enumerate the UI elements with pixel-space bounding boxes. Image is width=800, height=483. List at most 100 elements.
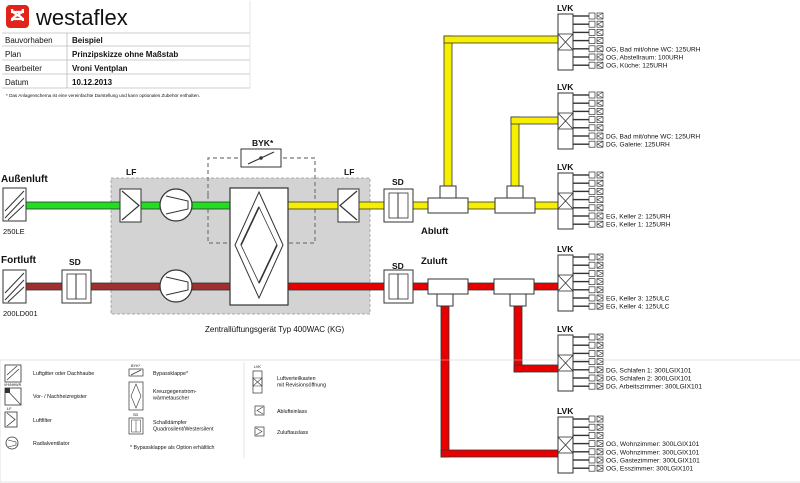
supply-outlet xyxy=(588,423,604,431)
disclaimer: * Das Anlagenschema ist eine vereinfacht… xyxy=(6,93,200,98)
tee-supply xyxy=(427,278,535,307)
legend-filter-text: Luftfilter xyxy=(33,418,52,424)
legend-heater-symbol xyxy=(4,387,22,406)
unit-label: Zentrallüftungsgerät Typ 400WAC (KG) xyxy=(205,325,345,334)
exhaust-outlet xyxy=(588,61,604,69)
exhaust-outlet xyxy=(588,179,604,187)
outlet-label: OG, Bad mit/ohne WC: 125URH xyxy=(606,46,701,53)
outlet-label: OG, Abstellraum: 100URH xyxy=(606,55,684,62)
bypass-loop xyxy=(207,157,316,195)
exhaust-air-label: Fortluft xyxy=(1,255,37,266)
title-value: 10.12.2013 xyxy=(72,78,113,87)
title-value: Vroni Ventplan xyxy=(72,64,128,73)
lvk-label: LVK xyxy=(557,82,574,92)
silencer-supply-label: SD xyxy=(392,261,404,271)
title-key: Plan xyxy=(5,50,21,59)
brand-name: westaflex xyxy=(35,5,128,30)
outlet-label: EG, Keller 2: 125URH xyxy=(606,214,671,221)
distribution-box: LVK OG, Bad mit/ohne WC: 125URH OG, Abstel… xyxy=(557,3,701,71)
legend-grille-symbol xyxy=(4,364,22,383)
legend-exhaust-outlet-text: Ablufteinlass xyxy=(277,409,307,415)
exhaust-outlet xyxy=(588,108,604,115)
supply-outlet xyxy=(588,341,604,349)
supply-outlet xyxy=(588,358,604,365)
exhaust-outlet xyxy=(588,37,604,44)
supply-outlet xyxy=(588,302,604,310)
exhaust-grille xyxy=(2,269,27,304)
outlet-label: OG, Küche: 125URH xyxy=(606,63,668,70)
exhaust-outlet xyxy=(588,53,604,61)
lvk-label: LVK xyxy=(557,3,574,13)
logo-mark xyxy=(6,5,29,28)
outdoor-grille xyxy=(2,187,27,222)
exhaust-outlet xyxy=(588,91,604,99)
exhaust-outlet xyxy=(588,20,604,28)
supply-outlet xyxy=(588,382,604,390)
title-key: Bearbeiter xyxy=(5,64,42,73)
exhaust-outlet xyxy=(588,29,604,36)
lvk-label: LVK xyxy=(557,324,574,334)
outlet-label: EG, Keller 4: 125ULC xyxy=(606,304,670,311)
outlet-label: OG, Wohnzimmer: 300LGIX101 xyxy=(606,449,700,456)
extract-air-label: Abluft xyxy=(421,226,449,237)
legend: Luftgitter oder Dachhaube VH/NHWR Vor- /… xyxy=(0,359,800,483)
supply-outlet xyxy=(588,270,604,277)
supply-outlet xyxy=(588,286,604,294)
legend-bypass-symbol xyxy=(128,368,144,377)
legend-bypass-text: Bypassklappe* xyxy=(153,371,188,377)
supply-outlet xyxy=(588,415,604,423)
legend-silencer-symbol xyxy=(128,417,144,435)
title-block: Bauvorhaben Beispiel Plan Prinzipskizze … xyxy=(2,1,251,98)
lvk-label: LVK xyxy=(557,406,574,416)
exhaust-outlet xyxy=(588,204,604,212)
supply-outlet xyxy=(588,374,604,382)
heat-exchanger xyxy=(229,187,289,306)
outlet-label: DG, Galerie: 125URH xyxy=(606,142,670,149)
legend-filter-symbol xyxy=(4,411,18,428)
legend-filter-tag: LF xyxy=(7,406,12,411)
outlet-label: DG, Arbeitszimmer: 300LGIX101 xyxy=(606,384,702,391)
exhaust-outlet xyxy=(588,212,604,220)
lvk-label: LVK xyxy=(557,244,574,254)
outlet-label: OG, Gastezimmer: 300LGIX101 xyxy=(606,458,700,465)
supply-outlet xyxy=(588,261,604,269)
tee-extract xyxy=(427,185,536,214)
legend-grille-text: Luftgitter oder Dachhaube xyxy=(33,371,94,377)
exhaust-outlet xyxy=(588,196,604,203)
supply-air-label: Zuluft xyxy=(421,256,448,267)
supply-outlet xyxy=(588,278,604,285)
legend-hx-symbol xyxy=(128,381,144,411)
outlet-label: DG, Bad mit/ohne WC: 125URH xyxy=(606,134,700,141)
exhaust-air-duct xyxy=(25,282,233,291)
silencer-exhaust-label: SD xyxy=(69,257,81,267)
exhaust-outlet xyxy=(588,220,604,228)
legend-heater-tag: VH/NHWR xyxy=(4,383,22,387)
supply-outlet xyxy=(588,253,604,261)
bypass-label: BYK* xyxy=(252,138,274,148)
outdoor-grille-label: 250LE xyxy=(3,227,25,236)
supply-outlet xyxy=(588,366,604,374)
outlet-label: EG, Keller 3: 125ULC xyxy=(606,296,670,303)
legend-supply-outlet-symbol xyxy=(254,426,265,437)
title-value: Beispiel xyxy=(72,36,103,45)
supply-outlet xyxy=(588,350,604,357)
exhaust-outlet xyxy=(588,99,604,107)
silencer-extract-label: SD xyxy=(392,177,404,187)
distribution-boxes: LVK OG, Bad mit/ohne WC: 125URH OG, Abstel… xyxy=(557,3,702,474)
bypass-damper xyxy=(240,148,282,168)
exhaust-outlet xyxy=(588,171,604,179)
outdoor-air-label: Außenluft xyxy=(1,174,48,185)
exhaust-outlet xyxy=(588,116,604,123)
title-key: Bauvorhaben xyxy=(5,36,53,45)
outlet-label: DG, Schlafen 1: 300LGIX101 xyxy=(606,367,692,374)
silencer-extract xyxy=(383,188,414,223)
title-value: Prinzipskizze ohne Maßstab xyxy=(72,50,178,59)
legend-lvk-tag: LVK xyxy=(254,365,261,369)
silencer-exhaust xyxy=(61,269,92,304)
